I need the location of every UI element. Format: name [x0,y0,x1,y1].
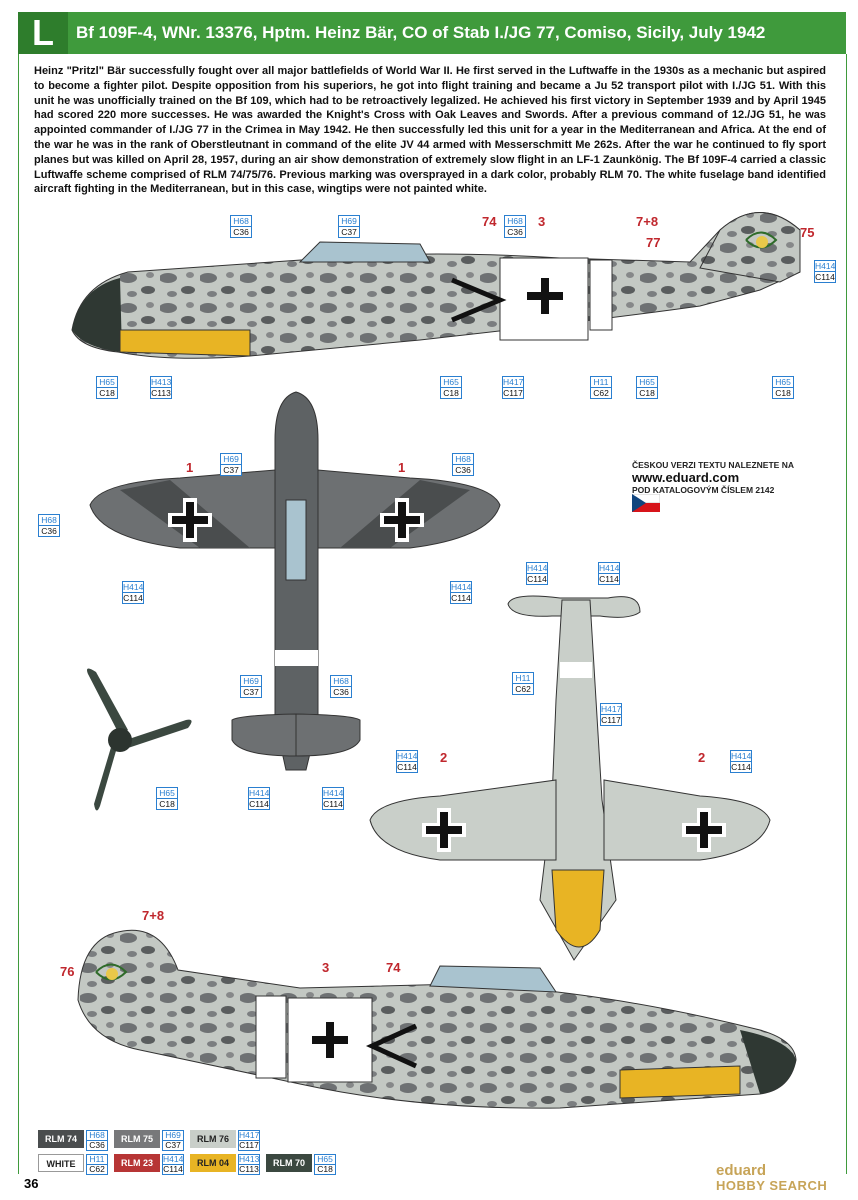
underside-view [369,595,771,961]
frame-line-right [846,54,847,1174]
propeller [87,668,192,811]
page-title: Bf 109F-4, WNr. 13376, Hptm. Heinz Bär, … [76,23,766,42]
right-side-profile [77,929,797,1109]
marking-number: 2 [698,750,706,765]
spinner [72,278,122,352]
page-number: 36 [24,1176,39,1191]
legend-swatch: RLM 74 [38,1130,84,1148]
legend-swatch: RLM 76 [190,1130,236,1148]
marking-number: 7+8 [636,214,659,229]
marking-number: 3 [538,214,546,229]
marking-number: 77 [646,235,661,250]
czech-note-line1: ČESKOU VERZI TEXTU NALEZNETE NA [632,460,794,470]
watermark: HOBBY SEARCH [716,1178,828,1193]
legend-swatch: RLM 23 [114,1154,160,1172]
czech-note-line2: POD KATALOGOVÝM ČÍSLEM 2142 [632,485,775,495]
top-view [89,391,501,771]
marking-number: 76 [60,964,75,979]
eduard-logo: eduard [716,1162,767,1179]
yellow-cowl [119,329,251,357]
left-side-profile [71,212,801,359]
marking-number: 2 [440,750,448,765]
marking-number: 3 [322,960,330,975]
marking-number: 1 [398,460,406,475]
eduard-url[interactable]: www.eduard.com [632,470,740,485]
frame-line-left [18,54,19,1174]
legend-swatch: RLM 75 [114,1130,160,1148]
marking-number: 75 [800,225,815,240]
marking-number: 1 [186,460,194,475]
header-bar: L Bf 109F-4, WNr. 13376, Hptm. Heinz Bär… [18,12,846,54]
legend-swatch: WHITE [38,1154,84,1172]
marking-number: 74 [386,960,401,975]
history-text: Heinz "Pritzl" Bär successfully fought o… [34,65,826,196]
profile-letter: L [18,12,68,54]
marking-number: 74 [482,214,497,229]
legend-swatch: RLM 70 [266,1154,312,1172]
czech-version-note: ČESKOU VERZI TEXTU NALEZNETE NA www.edua… [632,460,812,495]
czech-flag-icon [632,494,660,512]
marking-number: 7+8 [142,908,165,923]
legend-swatch: RLM 04 [190,1154,236,1172]
